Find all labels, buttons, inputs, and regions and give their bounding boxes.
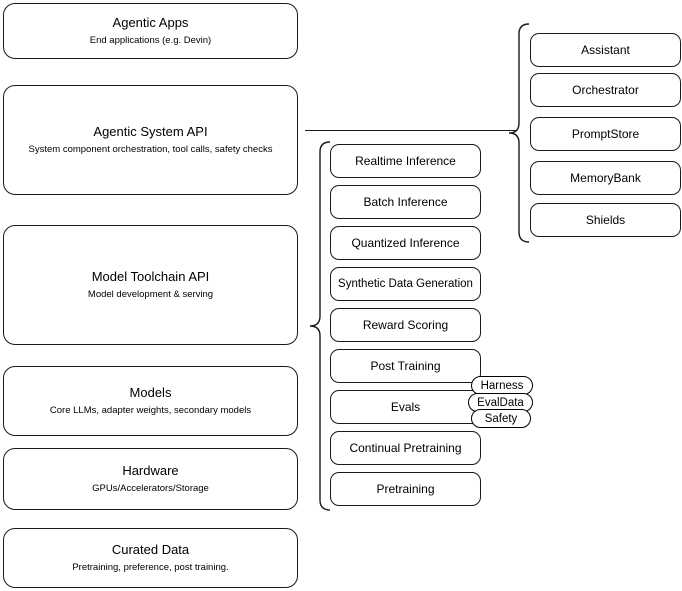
toolchain-component-reward-scoring[interactable]: Reward Scoring [330,308,481,342]
toolchain-component-post-training[interactable]: Post Training [330,349,481,383]
eval-badge-evaldata[interactable]: EvalData [468,393,533,412]
system-component-assistant[interactable]: Assistant [530,33,681,67]
layer-title: Agentic System API [93,123,208,139]
system-components-brace [508,23,530,243]
stack-layer-models[interactable]: Models Core LLMs, adapter weights, secon… [3,366,298,436]
eval-badge-safety[interactable]: Safety [471,409,531,428]
layer-title: Agentic Apps [112,14,189,30]
layer-title: Models [129,384,172,400]
stack-layer-agentic-apps[interactable]: Agentic Apps End applications (e.g. Devi… [3,3,298,59]
layer-subtitle: GPUs/Accelerators/Storage [92,483,209,495]
stack-layer-hardware[interactable]: Hardware GPUs/Accelerators/Storage [3,448,298,510]
layer-subtitle: Model development & serving [87,289,214,301]
layer-title: Model Toolchain API [91,268,210,284]
toolchain-component-evals[interactable]: Evals [330,390,481,424]
toolchain-component-continual-pretraining[interactable]: Continual Pretraining [330,431,481,465]
connector-system-api-to-components [305,130,517,131]
layer-subtitle: System component orchestration, tool cal… [28,144,273,156]
toolchain-component-pretraining[interactable]: Pretraining [330,472,481,506]
layer-subtitle: End applications (e.g. Devin) [89,35,212,47]
system-component-promptstore[interactable]: PromptStore [530,117,681,151]
layer-title: Curated Data [111,541,190,557]
toolchain-component-quantized-inference[interactable]: Quantized Inference [330,226,481,260]
toolchain-component-synthetic-data-generation[interactable]: Synthetic Data Generation [330,267,481,301]
layer-title: Hardware [122,462,179,478]
toolchain-brace [309,141,331,511]
toolchain-component-batch-inference[interactable]: Batch Inference [330,185,481,219]
toolchain-component-realtime-inference[interactable]: Realtime Inference [330,144,481,178]
system-component-shields[interactable]: Shields [530,203,681,237]
layer-subtitle: Pretraining, preference, post training. [72,562,229,574]
stack-layer-agentic-system-api[interactable]: Agentic System API System component orch… [3,85,298,195]
system-component-memorybank[interactable]: MemoryBank [530,161,681,195]
stack-layer-model-toolchain-api[interactable]: Model Toolchain API Model development & … [3,225,298,345]
system-component-orchestrator[interactable]: Orchestrator [530,73,681,107]
layer-subtitle: Core LLMs, adapter weights, secondary mo… [49,405,252,417]
stack-layer-curated-data[interactable]: Curated Data Pretraining, preference, po… [3,528,298,588]
